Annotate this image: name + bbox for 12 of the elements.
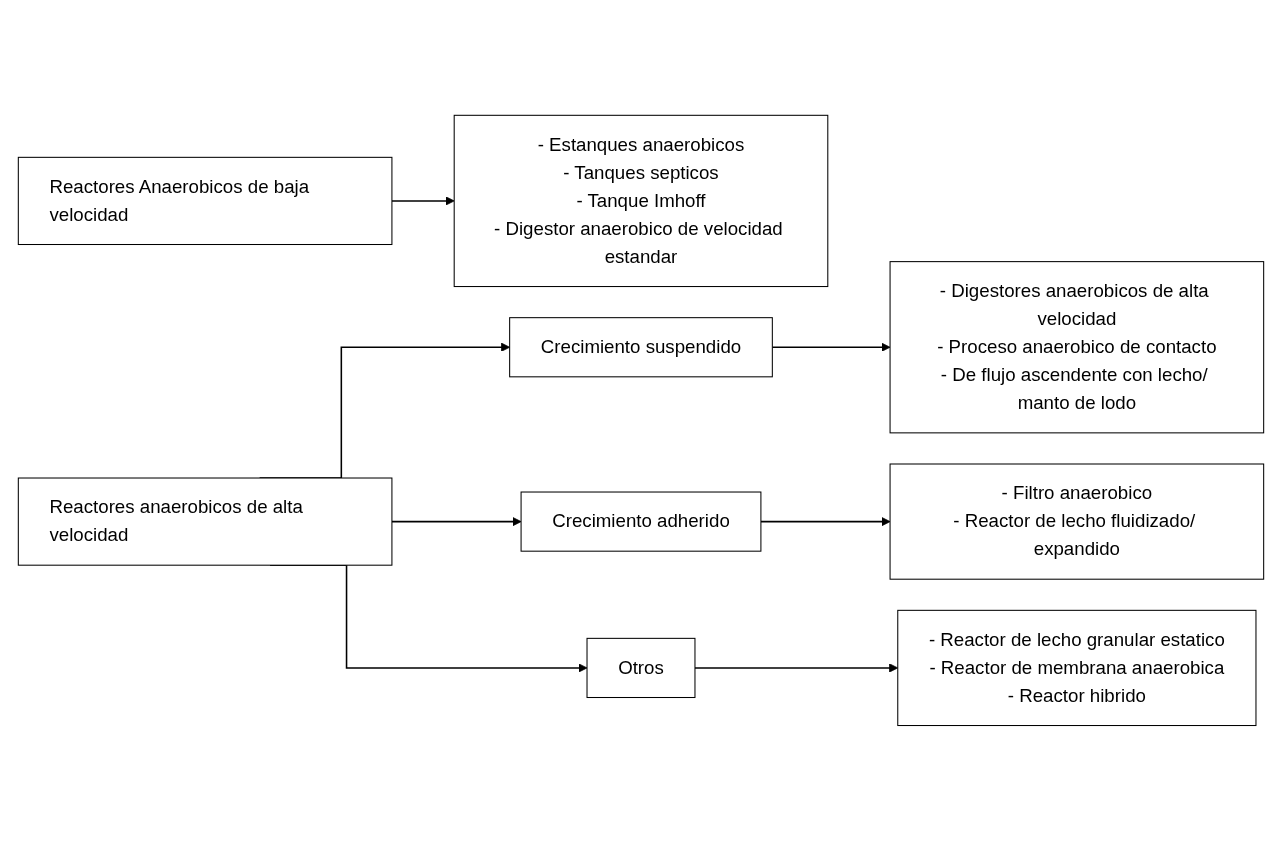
arrow xyxy=(760,517,891,527)
node-box: - Reactor de lecho granular estatico - Reactor de membrana anaerobica - Reactor hibrido xyxy=(897,609,1257,727)
node-box: Crecimiento suspendido xyxy=(509,317,773,378)
node-box: - Digestores anaerobicos de alta velocidad - Proceso anaerobico de contacto - De flujo ascendente con lecho/ manto de lodo xyxy=(889,261,1265,434)
arrow xyxy=(391,517,522,527)
node-box: Crecimiento adherido xyxy=(520,491,762,552)
node-box: - Estanques anaerobicos - Tanques septicos - Tanque Imhoff - Digestor anaerobico de velocidad estandar xyxy=(453,114,829,288)
arrow xyxy=(391,196,455,206)
node-box: Reactores anaerobicos de alta velocidad xyxy=(17,477,393,566)
node-box: Otros xyxy=(586,637,696,699)
node-box: Reactores Anaerobicos de baja velocidad xyxy=(17,156,393,246)
node-box: - Filtro anaerobico - Reactor de lecho fluidizado/ expandido xyxy=(889,463,1265,580)
